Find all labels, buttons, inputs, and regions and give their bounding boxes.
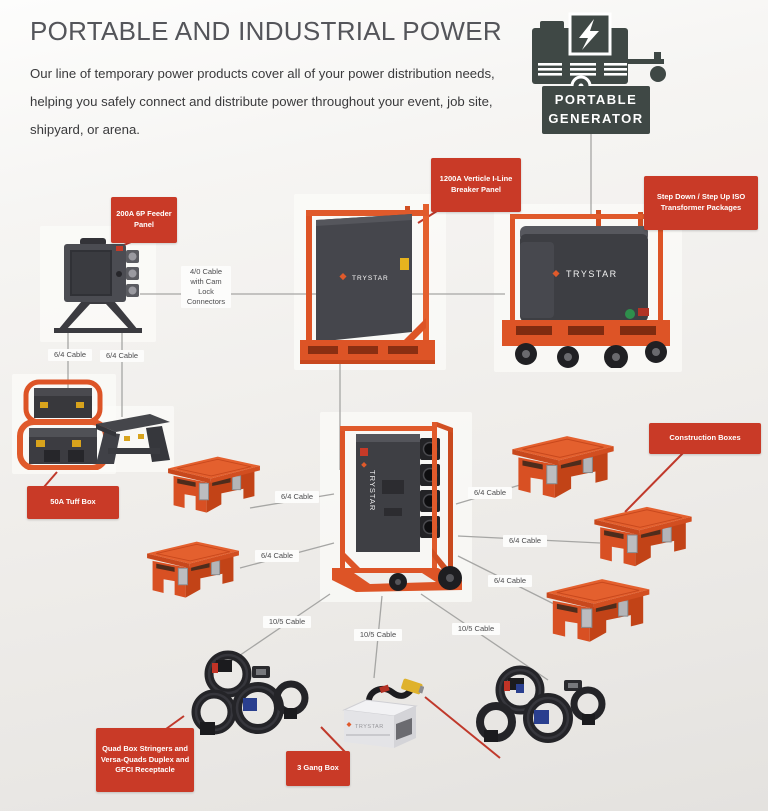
label-quad-box-stringers-text: Quad Box Stringers and Versa-Quads Duple…	[100, 743, 190, 775]
transformer-package-image: TRYSTAR	[502, 210, 670, 368]
cable-label-64-1: 6/4 Cable	[48, 349, 92, 361]
cable-label-105-3: 10/5 Cable	[452, 623, 500, 635]
tuff-box-stack-image	[17, 379, 109, 470]
label-transformer: Step Down / Step Up ISO Transformer Pack…	[644, 176, 758, 230]
construction-box-image-4	[594, 506, 692, 567]
label-gang-box-text: 3 Gang Box	[297, 763, 339, 773]
label-breaker-panel: 1200A Verticle I-Line Breaker Panel	[431, 158, 521, 212]
label-feeder-panel-text: 200A 6P Feeder Panel	[116, 209, 172, 229]
quad-box-stringer-right-image	[476, 665, 606, 743]
cable-label-64-7: 6/4 Cable	[488, 575, 532, 587]
dark-construction-stand-image	[96, 414, 170, 464]
cable-label-64-5: 6/4 Cable	[255, 550, 299, 562]
feeder-panel-image	[54, 238, 142, 333]
portable-generator-icon	[532, 12, 666, 97]
label-gang-box: 3 Gang Box	[286, 751, 350, 786]
cable-label-64-2: 6/4 Cable	[100, 350, 144, 362]
intro-text: Our line of temporary power products cov…	[30, 66, 495, 137]
brand-text: TRYSTAR	[368, 470, 377, 511]
cable-label-64-6: 6/4 Cable	[503, 535, 547, 547]
label-breaker-panel-text: 1200A Verticle I-Line Breaker Panel	[439, 174, 513, 194]
quad-box-stringer-left-image	[191, 650, 309, 735]
construction-box-image-5	[546, 578, 650, 643]
generator-sign-line2: GENERATOR	[548, 111, 644, 126]
label-quad-box-stringers: Quad Box Stringers and Versa-Quads Duple…	[96, 728, 194, 792]
cable-label-64-4: 6/4 Cable	[468, 487, 512, 499]
label-construction-boxes: Construction Boxes	[649, 423, 761, 454]
construction-box-image-3	[512, 435, 614, 499]
cable-label-cam-lock: 4/0 Cable with Cam Lock Connectors	[181, 266, 231, 308]
generator-sign-line1: PORTABLE	[554, 92, 638, 108]
generator-sign: PORTABLE GENERATOR	[542, 86, 650, 134]
label-construction-boxes-text: Construction Boxes	[669, 433, 741, 443]
construction-box-image-1	[168, 456, 260, 514]
cable-label-64-3: 6/4 Cable	[275, 491, 319, 503]
page-title: PORTABLE AND INDUSTRIAL POWER	[30, 16, 502, 46]
label-tuff-box-text: 50A Tuff Box	[50, 497, 96, 507]
brand-text: TRYSTAR	[566, 269, 618, 279]
gang-box-image: TRYSTAR	[342, 678, 424, 748]
lightning-bolt-icon	[579, 19, 599, 50]
label-transformer-text: Step Down / Step Up ISO Transformer Pack…	[656, 192, 746, 212]
breaker-panel-image: TRYSTAR	[300, 204, 435, 364]
label-feeder-panel: 200A 6P Feeder Panel	[111, 197, 177, 243]
construction-box-image-2	[147, 541, 239, 599]
cable-label-105-1: 10/5 Cable	[263, 616, 311, 628]
brand-text: TRYSTAR	[355, 724, 384, 730]
brand-text: TRYSTAR	[352, 275, 389, 282]
power-distribution-cart-image: TRYSTAR	[332, 422, 462, 592]
label-tuff-box: 50A Tuff Box	[27, 486, 119, 519]
cable-label-105-2: 10/5 Cable	[354, 629, 402, 641]
